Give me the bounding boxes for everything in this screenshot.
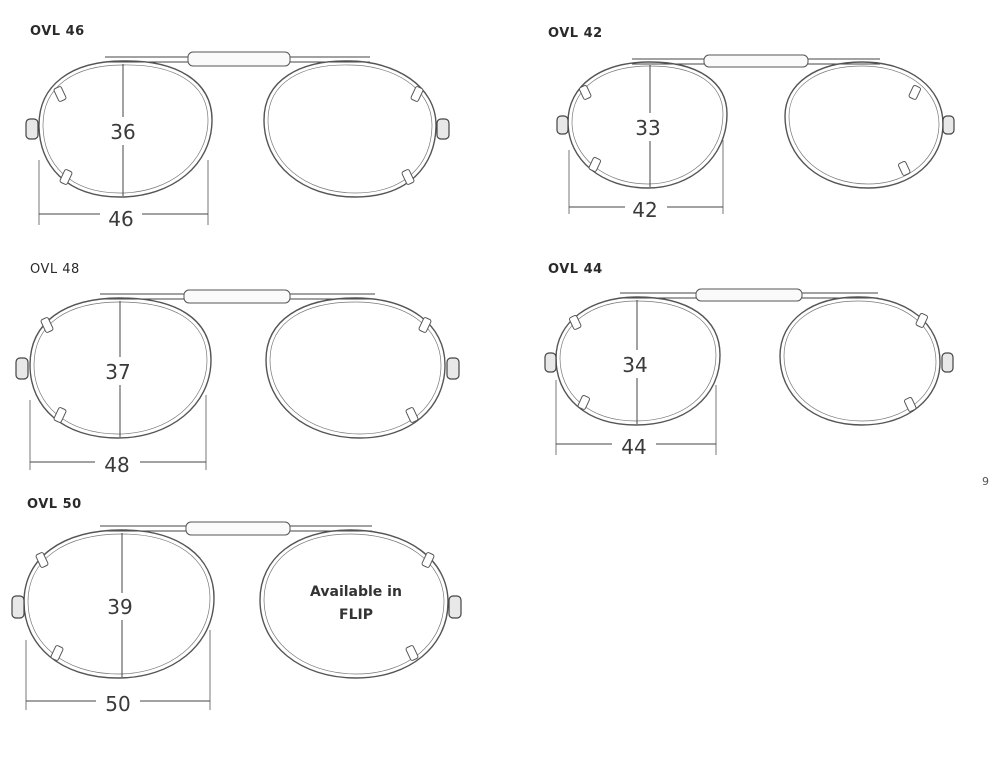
lens-width-value: 50 [105,692,130,716]
clip-on-diagram-ovl-44: 34 44 [544,288,954,459]
right-lens-frame [265,297,446,439]
page-number: 9 [982,475,989,488]
lens-height-value: 37 [105,360,130,384]
left-lens-frame [23,529,215,679]
clip-on-diagram-ovl-42: 33 42 [0,0,1000,240]
bridge-bar [695,288,803,302]
clip-on-diagram-ovl-50: 39 50 Available in FLIP [0,0,480,740]
model-label-ovl-42: OVL 42 [548,26,603,41]
bridge-bar [183,289,291,304]
model-label-ovl-48: OVL 48 [30,262,80,277]
bridge-bar [187,51,291,67]
left-lens-frame [29,297,212,439]
lens-width-value: 42 [632,198,657,222]
model-label-ovl-46: OVL 46 [30,24,85,39]
lens-width-value: 44 [621,435,646,459]
right-lens-frame [259,529,449,679]
lens-width-value: 48 [104,453,129,477]
bridge-bar [703,54,809,68]
right-knob [436,118,450,140]
lens-height-value: 33 [635,116,660,140]
right-lens-frame [784,61,944,189]
right-knob [942,115,955,135]
left-knob [15,357,29,380]
right-lens-frame [263,60,437,198]
right-knob [448,595,462,619]
left-lens-frame [567,61,728,189]
bridge-bar [185,521,291,536]
left-knob [556,115,569,135]
flip-availability-note-line-1: Available in [310,584,402,600]
clip-on-diagram-ovl-48: 37 48 [0,0,480,480]
lens-height-value: 36 [110,120,135,144]
left-lens-frame [38,60,213,198]
lens-width-value: 46 [108,207,133,231]
left-knob [544,352,557,373]
left-lens-frame [555,296,721,426]
left-knob [25,118,39,140]
right-knob [446,357,460,380]
model-label-ovl-44: OVL 44 [548,262,603,277]
left-knob [11,595,25,619]
right-knob [941,352,954,373]
flip-availability-note-line-2: FLIP [339,607,373,623]
clip-on-diagram-ovl-46: 36 46 [0,0,480,240]
lens-height-value: 39 [107,595,132,619]
right-lens-frame [779,296,941,426]
lens-height-value: 34 [622,353,647,377]
model-label-ovl-50: OVL 50 [27,497,82,512]
